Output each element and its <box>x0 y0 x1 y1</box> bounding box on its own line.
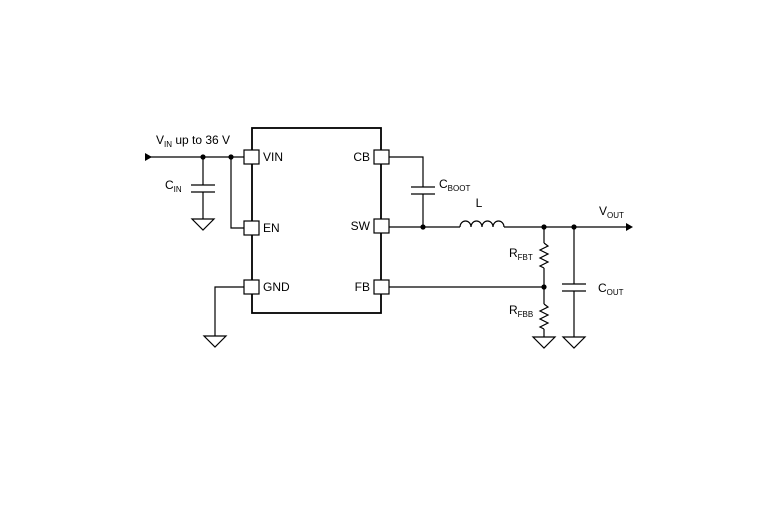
inductor-label: L <box>476 196 483 210</box>
pin-label-cb: CB <box>353 150 370 164</box>
svg-text:CBOOT: CBOOT <box>439 177 470 193</box>
inductor: L <box>459 196 505 228</box>
svg-text:CIN: CIN <box>165 178 182 194</box>
pin-vin <box>243 149 260 165</box>
svg-text:RFBB: RFBB <box>509 303 533 319</box>
input-capacitor: CIN <box>165 157 216 231</box>
ground-icon <box>202 335 228 348</box>
cboot-label-sub: BOOT <box>448 184 471 193</box>
svg-text:VIN up to 36 V: VIN up to 36 V <box>156 133 230 149</box>
rfbb-label-main: R <box>509 303 518 317</box>
pin-en <box>243 220 260 236</box>
junction-dot <box>420 224 426 230</box>
pin-fb <box>373 279 390 295</box>
pin-label-gnd: GND <box>263 280 290 294</box>
output-capacitor: COUT <box>561 227 624 349</box>
ground-icon <box>190 218 216 231</box>
ic-ground <box>202 286 244 348</box>
boot-capacitor: CBOOT <box>389 156 470 227</box>
rfbb-label-sub: FBB <box>518 310 534 319</box>
cin-label-main: C <box>165 178 174 192</box>
vin-input: VIN up to 36 V <box>145 133 244 161</box>
vin-label-suffix: up to 36 V <box>172 133 230 147</box>
ic-body <box>251 127 382 314</box>
ground-icon <box>531 336 557 349</box>
pin-label-sw: SW <box>351 219 371 233</box>
vin-label-main: V <box>156 133 164 147</box>
cboot-label-main: C <box>439 177 448 191</box>
cout-label-sub: OUT <box>607 288 624 297</box>
vout-arrow <box>626 223 633 231</box>
svg-text:VOUT: VOUT <box>599 204 624 220</box>
pin-label-vin: VIN <box>263 150 283 164</box>
ground-icon <box>561 336 587 349</box>
cin-label-sub: IN <box>174 185 182 194</box>
pin-sw <box>373 218 390 234</box>
en-tie-wire <box>230 157 244 229</box>
cout-label-main: C <box>598 281 607 295</box>
rfbt-label-main: R <box>509 246 518 260</box>
svg-text:COUT: COUT <box>598 281 624 297</box>
vin-label-sub: IN <box>164 140 172 149</box>
pin-gnd <box>243 279 260 295</box>
pin-label-fb: FB <box>355 280 370 294</box>
vout-label-sub: OUT <box>607 211 624 220</box>
svg-text:RFBT: RFBT <box>509 246 533 262</box>
rfbt-label-sub: FBT <box>518 253 533 262</box>
vout-label-main: V <box>599 204 607 218</box>
pin-cb <box>373 149 390 165</box>
feedback-resistor-bottom: RFBB <box>509 287 557 349</box>
feedback-resistor-top: RFBT <box>509 227 550 287</box>
pin-label-en: EN <box>263 221 280 235</box>
